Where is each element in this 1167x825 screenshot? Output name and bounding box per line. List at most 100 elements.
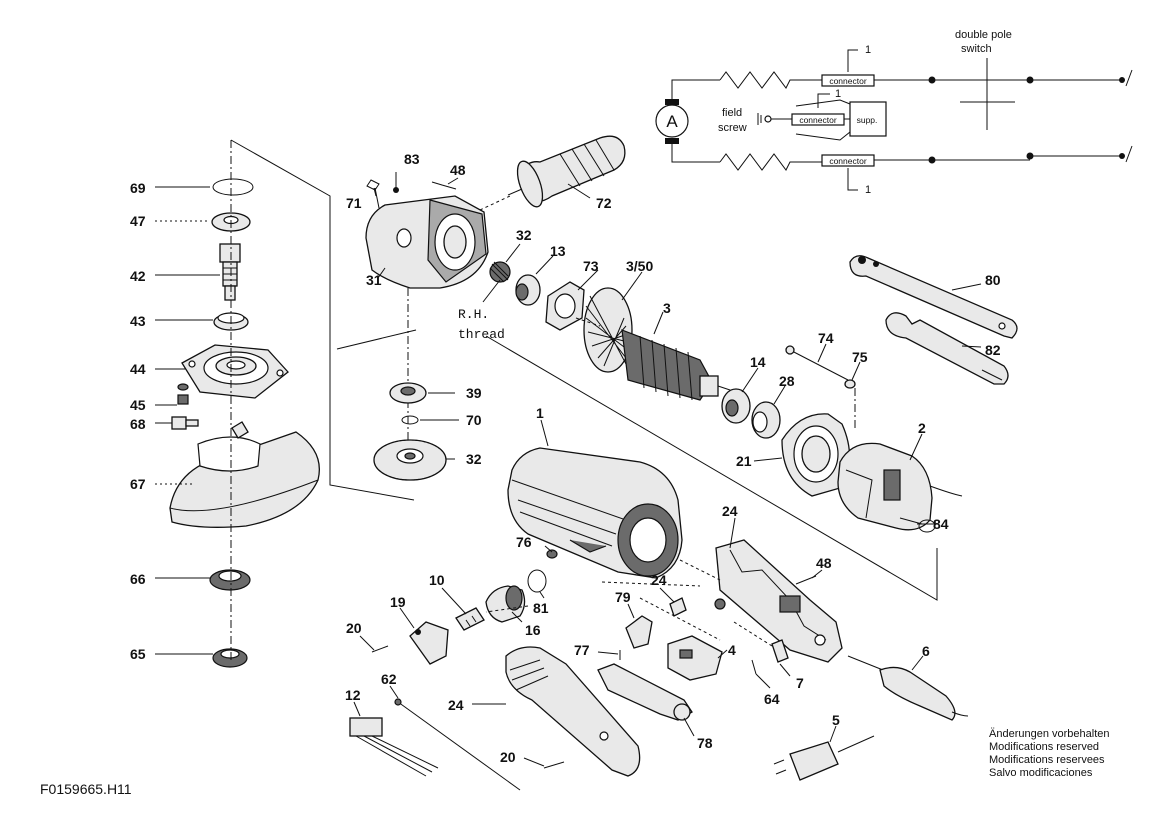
brush-10 [455, 607, 485, 631]
clamp-nut-65 [155, 648, 248, 668]
flange-66 [155, 569, 251, 591]
label-48a: 48 [450, 162, 466, 178]
motor-housing-1 [507, 447, 683, 579]
thread-note-line2: thread [458, 327, 505, 342]
left-column-parts [155, 139, 415, 668]
label-72: 72 [596, 195, 612, 211]
ring-28 [751, 401, 781, 439]
label-47: 47 [130, 213, 146, 229]
label-67: 67 [130, 476, 146, 492]
label-68: 68 [130, 416, 146, 432]
label-7: 7 [796, 675, 804, 691]
bearing-47 [155, 212, 251, 232]
bearing-13 [515, 274, 541, 306]
label-77: 77 [574, 642, 590, 658]
screw-label: screw [718, 122, 747, 134]
bearing-14 [721, 388, 751, 424]
label-5: 5 [832, 712, 840, 728]
label-83: 83 [404, 151, 420, 167]
wheel-guard-67 [155, 421, 320, 528]
label-73: 73 [583, 258, 599, 274]
label-20b: 20 [500, 749, 516, 765]
label-78: 78 [697, 735, 713, 751]
ref-1-top: 1 [865, 44, 871, 56]
ref-1-bottom: 1 [865, 184, 871, 196]
plug-5 [773, 735, 875, 781]
handle-24c [505, 646, 641, 777]
spindle-42 [155, 243, 241, 301]
screw-68 [155, 416, 199, 430]
label-21: 21 [736, 453, 752, 469]
label-45: 45 [130, 397, 146, 413]
clamp-7 [771, 639, 789, 663]
cable-tie-62 [394, 698, 521, 791]
note-de: Änderungen vorbehalten [989, 728, 1110, 740]
label-62: 62 [381, 671, 397, 687]
bevel-gear-32 [373, 439, 447, 481]
label-74: 74 [818, 330, 834, 346]
thread-note-line1: R.H. [458, 307, 489, 322]
connector-bottom-label: connector [829, 156, 866, 166]
cap-19 [409, 621, 449, 665]
note-en: Modifications reserved [989, 741, 1100, 753]
screw-20a [371, 645, 389, 653]
auxiliary-handle-72 [507, 135, 626, 208]
ring-81 [527, 569, 547, 593]
screw-74 [785, 345, 849, 381]
label-65: 65 [130, 646, 146, 662]
ref-1-mid: 1 [835, 88, 841, 100]
connector-mid-label: connector [799, 115, 836, 125]
label-76: 76 [516, 534, 532, 550]
switch-label-line2: switch [961, 43, 992, 55]
label-14: 14 [750, 354, 766, 370]
bearing-39 [389, 382, 427, 404]
label-82: 82 [985, 342, 1001, 358]
label-12: 12 [345, 687, 361, 703]
label-24c: 24 [448, 697, 464, 713]
gear-housing-group [336, 135, 938, 601]
ring-70 [401, 415, 419, 425]
label-4: 4 [728, 642, 736, 658]
label-31: 31 [366, 272, 382, 288]
brush-holder-16 [485, 585, 526, 623]
label-70: 70 [466, 412, 482, 428]
label-64: 64 [764, 691, 780, 707]
spring-24 [669, 597, 687, 617]
leader-lines [353, 172, 982, 767]
label-79: 79 [615, 589, 631, 605]
field-label: field [722, 107, 742, 119]
label-48b: 48 [816, 555, 832, 571]
terminal-12 [349, 717, 439, 777]
label-43: 43 [130, 313, 146, 329]
circlip-69 [155, 178, 254, 196]
label-71: 71 [346, 195, 362, 211]
drawing-code: F0159665.H11 [40, 781, 132, 797]
part-labels: 69 47 42 43 44 45 68 67 66 65 83 48 71 3… [130, 151, 1001, 765]
label-2: 2 [918, 420, 926, 436]
supp-label: supp. [857, 115, 878, 125]
wiring-diagram: A connector connector connector supp. [655, 29, 1133, 196]
screw-20b [543, 761, 565, 769]
ring-43 [155, 312, 249, 331]
field-ring-21 [781, 413, 851, 497]
wrench-82 [885, 312, 1009, 385]
armature-3 [583, 287, 731, 401]
note-fr: Modifications reservees [989, 754, 1105, 766]
label-3: 3 [663, 300, 671, 316]
label-16: 16 [525, 622, 541, 638]
field-housing-2 [837, 442, 963, 531]
wrench-80 [849, 255, 1018, 339]
label-32a: 32 [516, 227, 532, 243]
label-20a: 20 [346, 620, 362, 636]
switch-rod-78 [597, 663, 693, 721]
label-32b: 32 [466, 451, 482, 467]
screw-64 [751, 659, 757, 675]
switch-label-line1: double pole [955, 29, 1012, 41]
screw-45 [155, 383, 189, 406]
label-24b: 24 [651, 572, 667, 588]
label-13: 13 [550, 243, 566, 259]
connector-top-label: connector [829, 76, 866, 86]
plate-73 [545, 281, 585, 331]
label-350: 3/50 [626, 258, 653, 274]
